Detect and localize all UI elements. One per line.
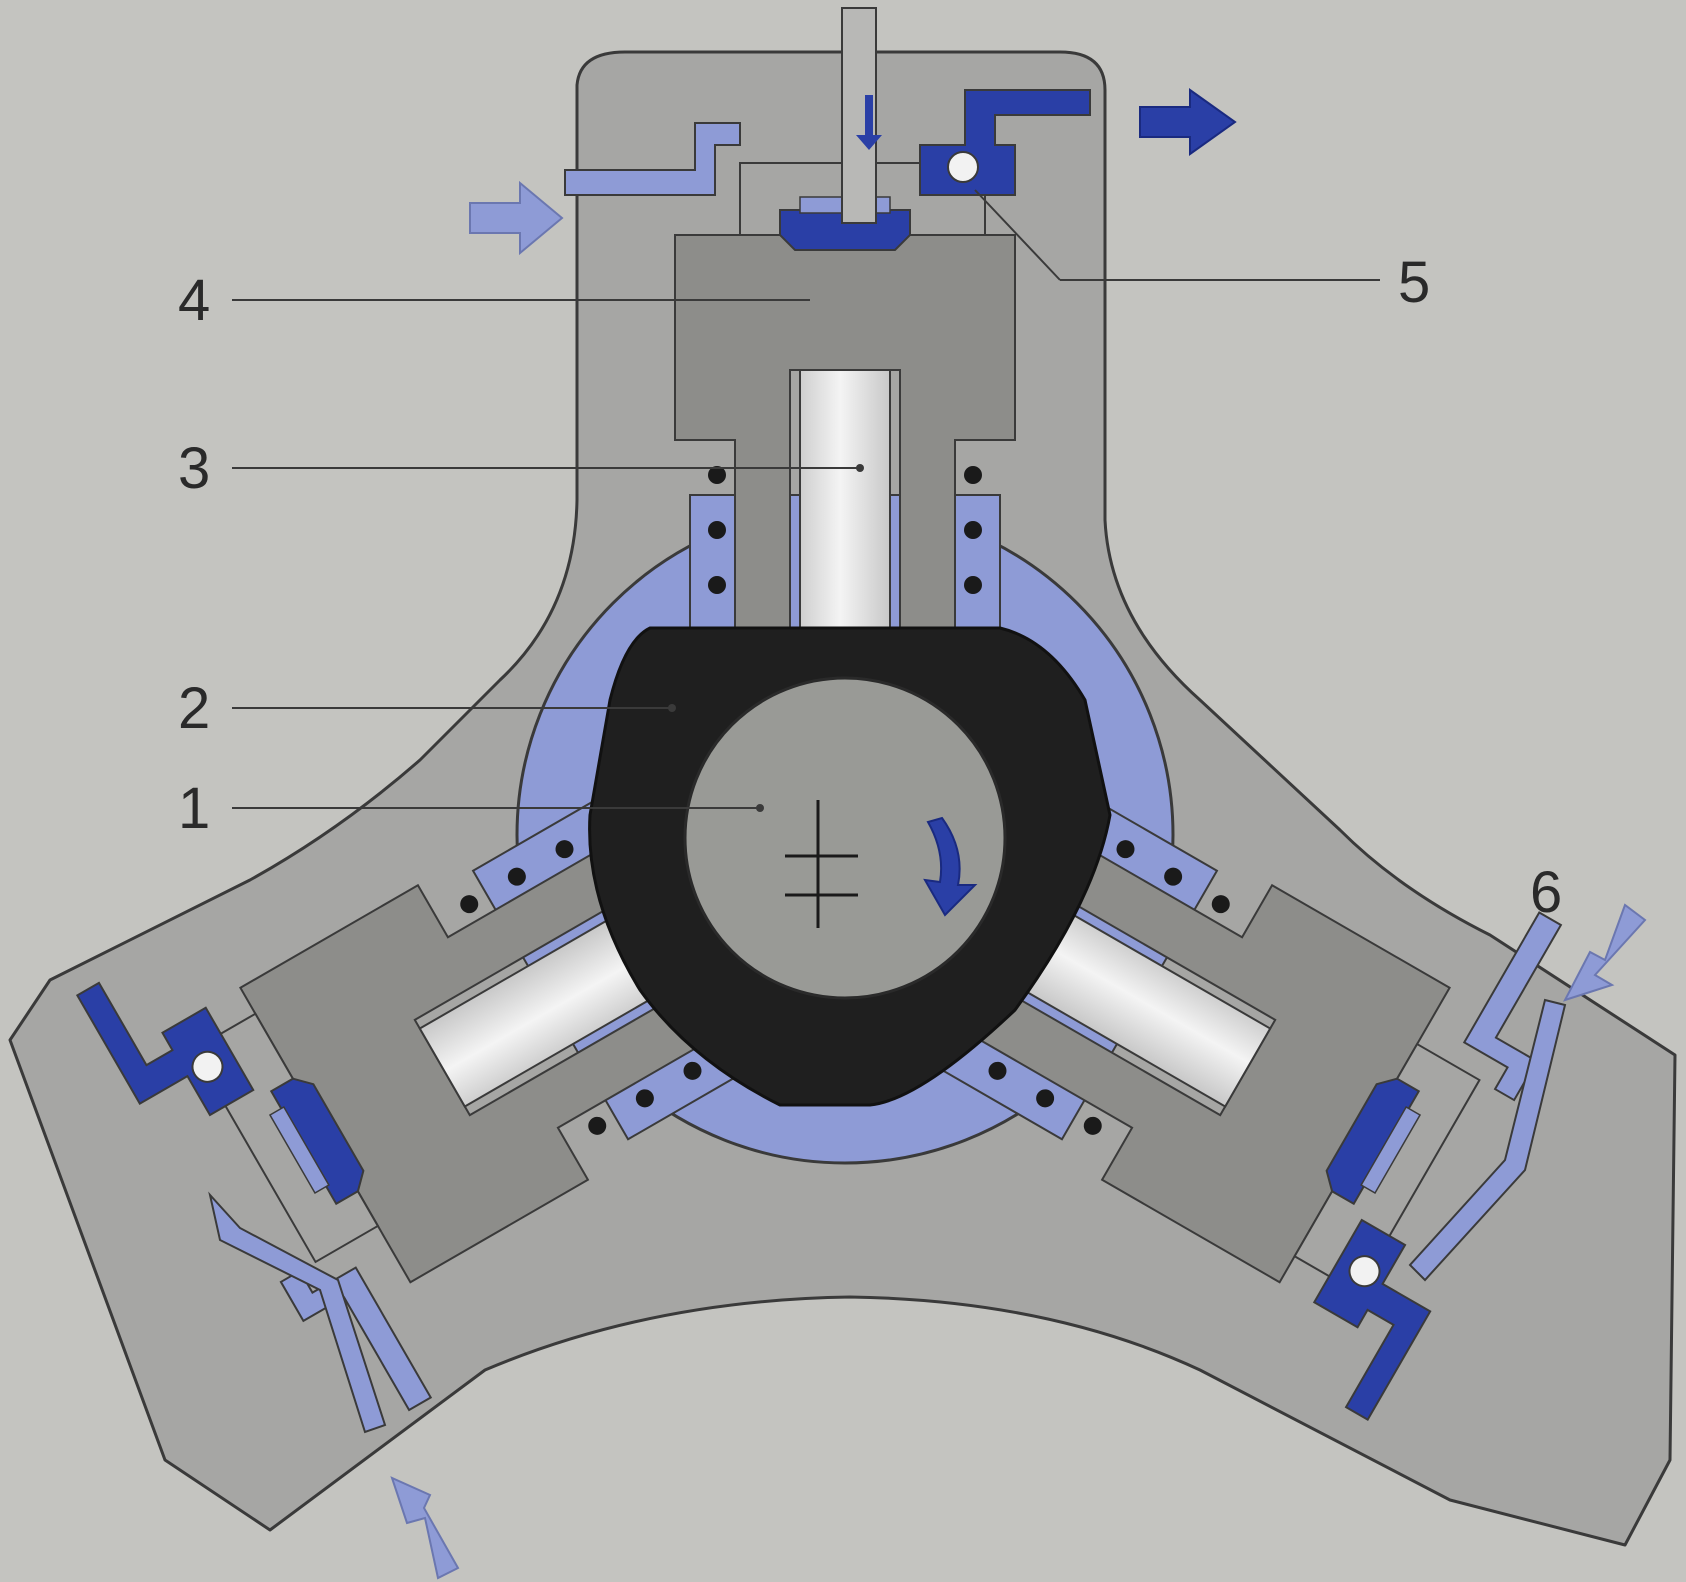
leader-lines (232, 189, 1380, 809)
drive-shaft (683, 676, 1007, 1000)
callout-3: 3 (178, 436, 210, 501)
center-cross-icon (785, 800, 858, 928)
callout-4: 4 (178, 268, 210, 333)
rod-arrow-icon (856, 95, 882, 150)
outlet-arrow-icon (1139, 88, 1237, 156)
inlet-arrow-icon (469, 180, 564, 256)
callout-6: 6 (1530, 860, 1562, 925)
inlet-arrow-right-icon (1562, 903, 1647, 1002)
callout-5: 5 (1398, 250, 1430, 315)
leader-dots (668, 464, 864, 812)
inlet-arrow-bottom-icon (390, 1476, 460, 1580)
inlet-channel-left (208, 1191, 387, 1434)
curved-rotation-arrow-icon (923, 816, 978, 917)
callout-2: 2 (178, 676, 210, 741)
callout-1: 1 (178, 776, 210, 841)
inlet-channel-right (1408, 998, 1567, 1282)
